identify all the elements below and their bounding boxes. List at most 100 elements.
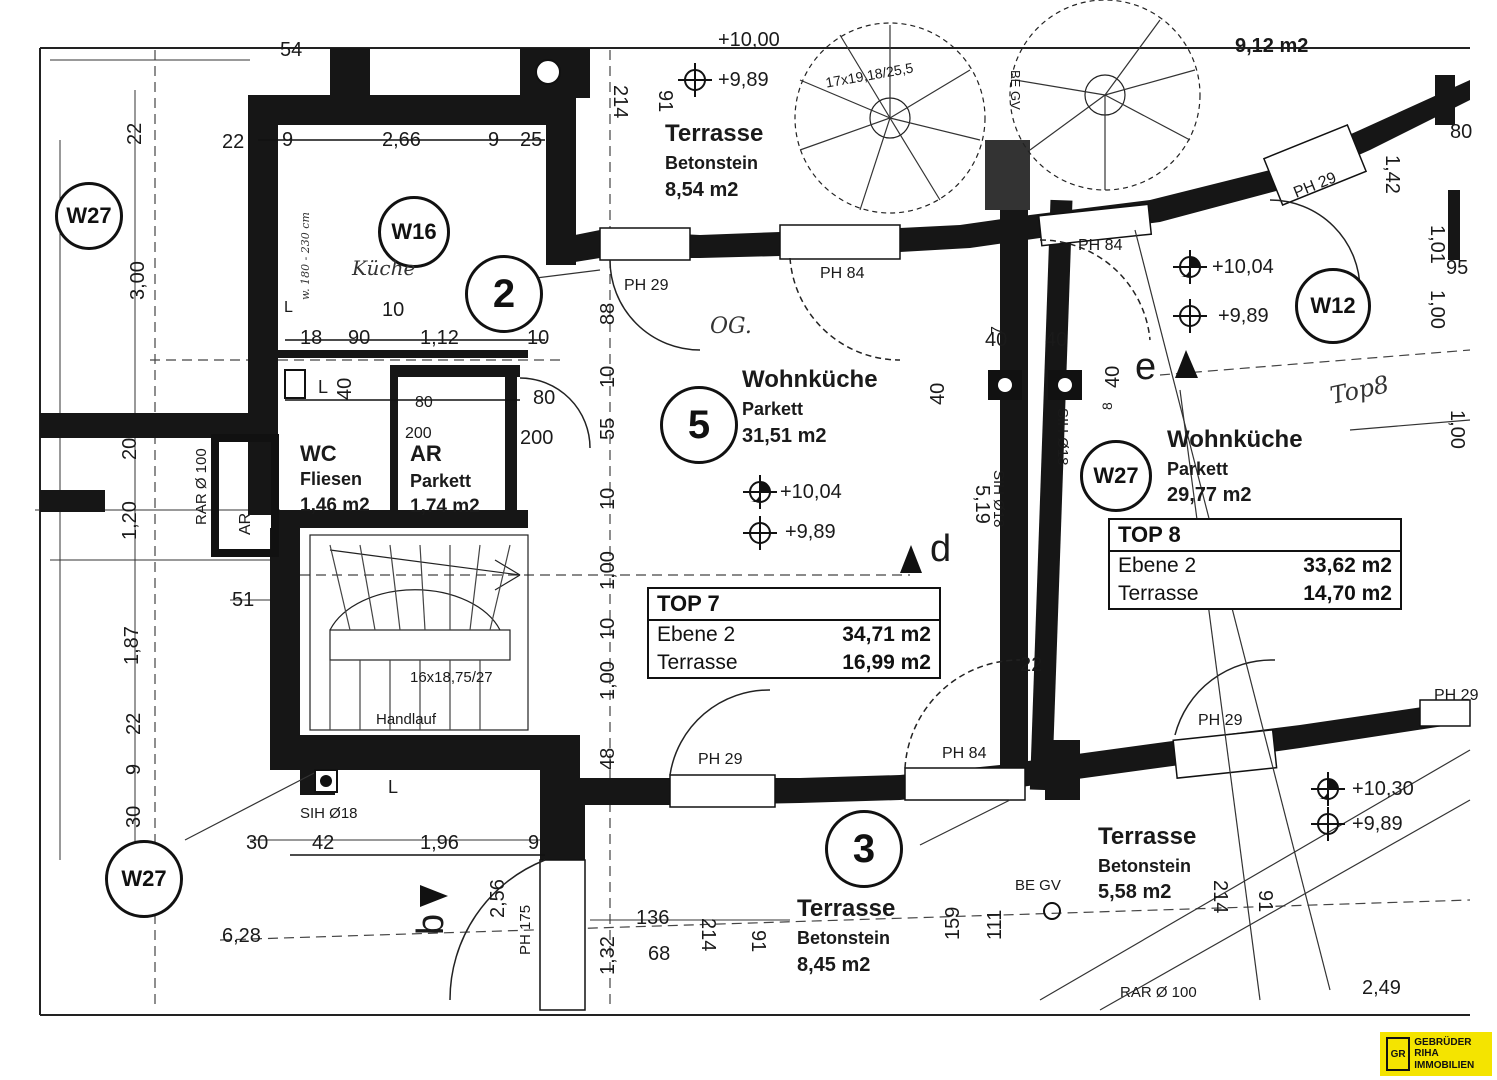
ar-small-label: AR	[237, 512, 254, 535]
dimension: 90	[348, 327, 371, 349]
dimension: 9	[488, 129, 500, 151]
dimension: 1,12	[420, 327, 459, 349]
door-label: PH 175	[517, 904, 534, 955]
dimension: 25	[520, 129, 543, 151]
shaft-label: SIH Ø18	[300, 805, 358, 822]
handrail-label: Handlauf	[376, 711, 437, 728]
dimension: 10	[597, 487, 619, 510]
dimension: 200	[405, 425, 432, 442]
dimension: 40	[985, 329, 1008, 351]
drain-label: RAR Ø 100	[1120, 984, 1197, 1001]
dimension: 8	[1099, 402, 1115, 410]
room-area-terrasse-bottom: 8,45 m2	[797, 954, 871, 976]
dimension: 1,00	[597, 551, 619, 590]
top8-terrasse-label: Terrasse	[1118, 582, 1199, 605]
room-floor-terrasse-right: Betonstein	[1098, 856, 1192, 876]
dimension: 80	[533, 387, 556, 409]
logo-text: GEBRÜDER RIHA IMMOBILIEN	[1414, 1037, 1492, 1072]
dimension: 40	[334, 377, 356, 400]
level-label: +9,89	[1218, 305, 1269, 327]
top7-ebene-label: Ebene 2	[657, 623, 736, 646]
door-label: PH 29	[1198, 712, 1243, 729]
dimension: 1,20	[119, 501, 141, 540]
room-floor-wohnkueche-top8: Parkett	[1167, 459, 1229, 479]
level-label: +9,89	[718, 69, 769, 91]
wall-type-label-w27: W27	[55, 182, 123, 250]
dimension: 10	[527, 327, 550, 349]
wall-type-label-w27-center: W27	[1080, 440, 1152, 512]
dimension: 40	[1102, 365, 1124, 388]
section-marker-d: d	[930, 528, 952, 570]
handwritten-og: OG.	[710, 314, 752, 339]
dimension: 51	[232, 589, 255, 611]
section-marker-b: b	[410, 913, 452, 935]
level-label: +9,89	[785, 521, 836, 543]
dimension: 48	[597, 747, 619, 770]
logo-line2: IMMOBILIEN	[1414, 1059, 1475, 1071]
dimension: 7	[989, 326, 1006, 335]
logo-mark: GR	[1386, 1037, 1411, 1071]
wall-type-label-w16: W16	[378, 196, 450, 268]
dimension: 22	[1020, 654, 1043, 676]
dimension: 10	[597, 365, 619, 388]
dimension: 200	[520, 427, 554, 449]
dimension: 1,00	[1446, 410, 1468, 449]
top8-terrasse-value: 14,70 m2	[1303, 582, 1392, 605]
room-floor-ar: Parkett	[410, 471, 472, 491]
dimension: 30	[123, 805, 145, 828]
wall-type-label-w27-bottom: W27	[105, 840, 183, 918]
dimension: 91	[654, 90, 676, 113]
dimension: 9	[123, 763, 145, 775]
door-label: PH 29	[624, 277, 669, 294]
dimension: 54	[280, 39, 303, 61]
door-label: PH 84	[942, 745, 987, 762]
dimension: 6,28	[222, 925, 261, 947]
top7-row-ebene: Ebene 2 34,71 m2	[649, 621, 939, 649]
dimension: 2,49	[1362, 977, 1401, 999]
dimension: 1,42	[1381, 155, 1403, 194]
room-area-wohnkueche-top8: 29,77 m2	[1167, 484, 1252, 506]
door-label: PH 84	[820, 265, 865, 282]
dimension: 88	[597, 302, 619, 325]
l-marker: L	[388, 777, 399, 797]
dimension: 22	[222, 131, 245, 153]
stair-spec: 16x18,75/27	[410, 669, 493, 686]
dimension: 22	[123, 712, 145, 735]
dimension: 214	[697, 918, 719, 952]
level-label: +10,04	[1212, 256, 1274, 278]
unit-number-2: 2	[465, 255, 543, 333]
top7-ebene-value: 34,71 m2	[842, 623, 931, 646]
dimension: 30	[246, 832, 269, 854]
dimension: 10	[597, 617, 619, 640]
door-label: PH 29	[698, 751, 743, 768]
dimension: 10	[382, 299, 405, 321]
dimension: 9	[528, 832, 540, 854]
handwritten-note: w. 180 - 230 cm	[299, 212, 312, 300]
door-label: PH 29	[1434, 687, 1479, 704]
dimension: 5,19	[971, 485, 993, 524]
dimension: 1,01	[1426, 225, 1448, 264]
room-floor-terrasse-bottom: Betonstein	[797, 928, 891, 948]
logo-line1: GEBRÜDER RIHA	[1414, 1036, 1472, 1060]
l-marker: L	[318, 377, 329, 397]
dimension: 80	[415, 394, 433, 411]
dimension: 2,56	[487, 879, 509, 918]
level-label: +10,00	[718, 29, 780, 51]
dimension: 2,66	[382, 129, 421, 151]
dimension: 68	[648, 943, 671, 965]
room-title-terrasse-bottom: Terrasse	[797, 895, 896, 922]
drain-label: RAR Ø 100	[193, 448, 210, 525]
dimension: 55	[597, 417, 619, 440]
top7-title: TOP 7	[649, 589, 939, 621]
dimension: 159	[942, 906, 964, 940]
dimension: 1,32	[597, 936, 619, 975]
room-area-wohnkueche-top7: 31,51 m2	[742, 425, 827, 447]
room-area-wc: 1,46 m2	[300, 495, 370, 516]
section-marker-e: e	[1135, 346, 1157, 388]
room-title-ar: AR	[410, 441, 442, 466]
top7-terrasse-value: 16,99 m2	[842, 651, 931, 674]
